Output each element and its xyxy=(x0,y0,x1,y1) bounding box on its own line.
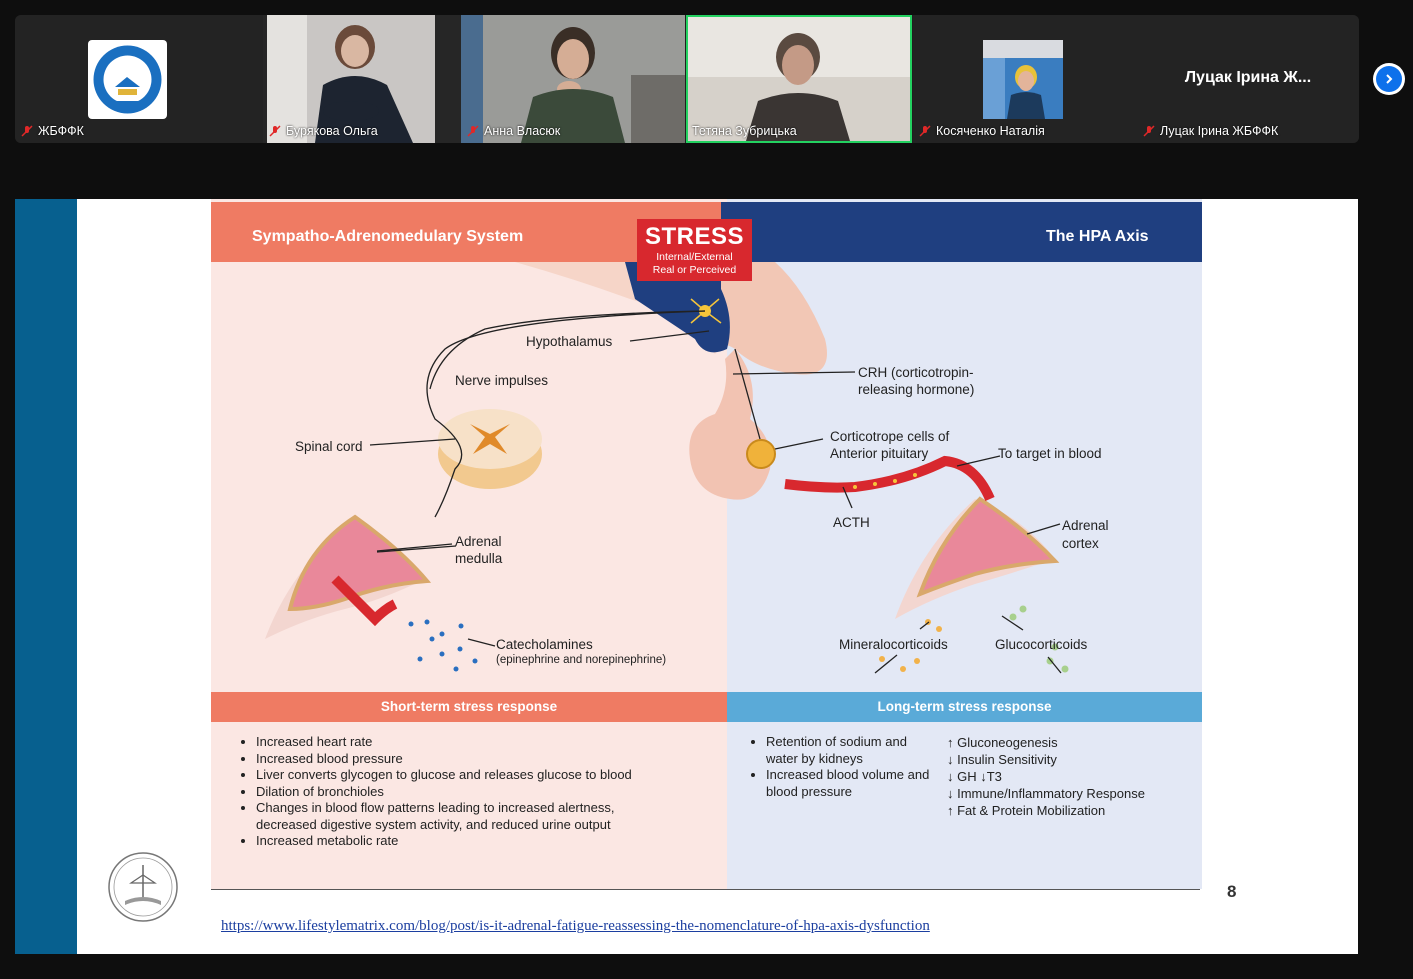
short-term-item: Increased blood pressure xyxy=(256,751,676,768)
slide-sidebar xyxy=(15,199,77,954)
label-acth: ACTH xyxy=(833,515,870,530)
stress-line-1: Internal/External xyxy=(656,251,733,263)
label-adrenal-medulla-1: Adrenal xyxy=(455,534,502,549)
label-glucocorticoids: Glucocorticoids xyxy=(995,637,1088,652)
participant-name: ЖБФФК xyxy=(38,124,84,138)
short-term-list: Increased heart rateIncreased blood pres… xyxy=(238,734,676,850)
source-link[interactable]: https://www.lifestylematrix.com/blog/pos… xyxy=(221,918,930,934)
participant-name: Косяченко Наталія xyxy=(936,124,1045,138)
short-term-title: Short-term stress response xyxy=(211,692,727,722)
stress-line-2: Real or Perceived xyxy=(652,264,737,276)
header-right xyxy=(721,202,1202,262)
participant-name-bar: Луцак Ірина ЖБФФК xyxy=(1143,123,1278,139)
long-term-right-item: ↓ GH ↓T3 xyxy=(947,769,1002,784)
participant-tile-5[interactable]: Косяченко Наталія xyxy=(913,15,1137,143)
label-adrenal-cortex-1: Adrenal xyxy=(1062,518,1109,533)
participant-name-bar: ЖБФФК xyxy=(21,123,84,139)
mic-muted-icon xyxy=(21,125,33,137)
label-corticotrope-1: Corticotrope cells of xyxy=(830,429,950,444)
participant-video xyxy=(913,15,1137,143)
participant-name: Анна Власюк xyxy=(484,124,561,138)
label-adrenal-medulla-2: medulla xyxy=(455,551,503,566)
long-term-right-item: ↓ Immune/Inflammatory Response xyxy=(947,786,1145,801)
label-corticotrope-2: Anterior pituitary xyxy=(830,446,929,461)
participant-video xyxy=(263,15,461,143)
next-page-button[interactable] xyxy=(1373,63,1405,95)
short-term-item: Increased heart rate xyxy=(256,734,676,751)
label-spinal-cord: Spinal cord xyxy=(295,439,363,454)
institution-logo xyxy=(88,40,167,119)
long-term-right-item: ↓ Insulin Sensitivity xyxy=(947,752,1057,767)
header-right-title: The HPA Axis xyxy=(1046,228,1149,245)
chevron-right-icon xyxy=(1376,66,1402,92)
participant-tile-3[interactable]: Анна Власюк xyxy=(461,15,685,143)
label-to-target: To target in blood xyxy=(998,446,1102,461)
mic-muted-icon xyxy=(269,125,281,137)
participant-name-bar: Анна Власюк xyxy=(467,123,560,139)
participant-video xyxy=(461,15,685,143)
page-number: 8 xyxy=(1227,882,1237,901)
participant-tile-4-active[interactable]: Тетяна Зубрицька xyxy=(686,15,912,143)
label-catecholamines: Catecholamines xyxy=(496,637,593,652)
short-term-item: Liver converts glycogen to glucose and r… xyxy=(256,767,676,784)
long-term-title: Long-term stress response xyxy=(727,692,1202,722)
stress-diagram xyxy=(265,262,1069,674)
label-crh-2: releasing hormone) xyxy=(858,382,975,397)
participant-name: Луцак Ірина ЖБФФК xyxy=(1160,124,1279,138)
long-term-left-item: Retention of sodium and water by kidneys xyxy=(766,734,936,767)
label-crh-1: CRH (corticotropin- xyxy=(858,365,974,380)
label-catecholamines-sub: (epinephrine and norepinephrine) xyxy=(496,654,667,666)
header-left-title: Sympatho-Adrenomedulary System xyxy=(252,228,524,245)
short-term-item: Changes in blood flow patterns leading t… xyxy=(256,800,676,833)
stress-box: STRESS Internal/External Real or Perceiv… xyxy=(637,219,752,281)
participant-name: Тетяна Зубрицька xyxy=(692,124,797,138)
short-term-item: Dilation of bronchioles xyxy=(256,784,676,801)
label-adrenal-cortex-2: cortex xyxy=(1062,536,1099,551)
label-hypothalamus: Hypothalamus xyxy=(526,334,613,349)
mic-muted-icon xyxy=(1143,125,1155,137)
long-term-right-item: ↑ Fat & Protein Mobilization xyxy=(947,803,1106,818)
participant-video xyxy=(688,17,910,141)
label-mineralocorticoids: Mineralocorticoids xyxy=(839,637,948,652)
participant-name-bar: Бурякова Ольга xyxy=(269,123,378,139)
long-term-list-left: Retention of sodium and water by kidneys… xyxy=(748,734,936,800)
participant-tile-1[interactable]: ЖБФФК xyxy=(15,15,263,143)
long-term-list-right: ↑ Gluconeogenesis ↓ Insulin Sensitivity ↓ … xyxy=(947,734,1187,819)
participant-strip: ЖБФФК Бурякова Ольга xyxy=(15,15,1359,143)
shared-slide: Sympatho-Adrenomedulary System The HPA A… xyxy=(15,199,1358,954)
mic-muted-icon xyxy=(467,125,479,137)
participant-name: Бурякова Ольга xyxy=(286,124,378,138)
short-term-item: Increased metabolic rate xyxy=(256,833,676,850)
participant-tile-2[interactable]: Бурякова Ольга xyxy=(263,15,461,143)
stress-title: STRESS xyxy=(644,223,745,250)
label-nerve-impulses: Nerve impulses xyxy=(455,373,549,388)
long-term-left-item: Increased blood volume and blood pressur… xyxy=(766,767,936,800)
mic-muted-icon xyxy=(919,125,931,137)
participant-name-bar: Тетяна Зубрицька xyxy=(692,123,797,139)
long-term-right-item: ↑ Gluconeogenesis xyxy=(947,735,1058,750)
footer-rule xyxy=(211,889,1200,890)
participant-display-title: Луцак Ірина Ж... xyxy=(1184,69,1312,86)
college-emblem xyxy=(108,852,178,922)
participant-name-bar: Косяченко Наталія xyxy=(919,123,1045,139)
participant-tile-6[interactable]: Луцак Ірина Ж... Луцак Ірина ЖБФФК xyxy=(1137,15,1359,143)
